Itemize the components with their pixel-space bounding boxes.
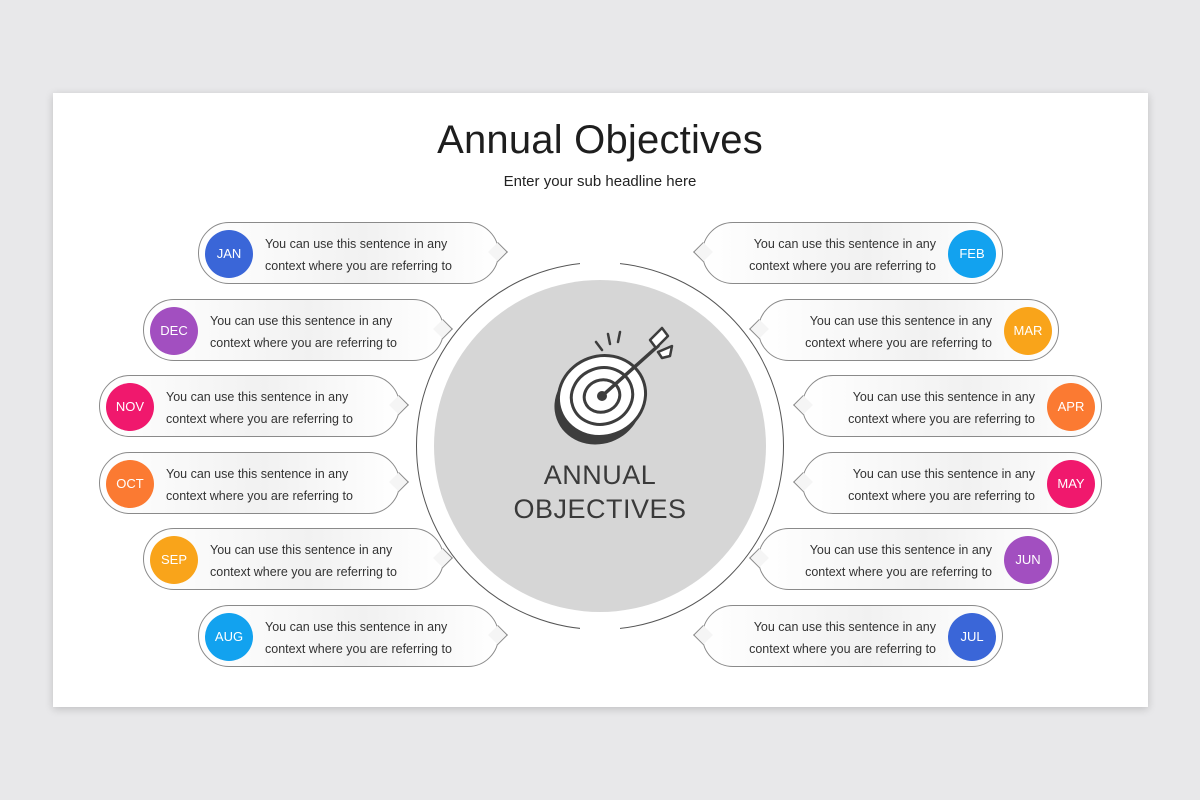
month-badge: FEB: [948, 230, 996, 278]
ring-gap-top: [580, 256, 620, 276]
month-badge: AUG: [205, 613, 253, 661]
page-subtitle: Enter your sub headline here: [503, 173, 697, 190]
month-badge: MAY: [1047, 460, 1095, 508]
target-arrow-icon: [554, 326, 674, 445]
month-badge: DEC: [150, 307, 198, 355]
month-badge: MAR: [1004, 307, 1052, 355]
center-label-line1: ANNUAL: [543, 460, 657, 490]
month-badge: OCT: [106, 460, 154, 508]
ring-gap-bottom: [580, 616, 620, 636]
month-badge: APR: [1047, 383, 1095, 431]
month-badge: JUN: [1004, 536, 1052, 584]
month-badge: SEP: [150, 536, 198, 584]
month-badge: NOV: [106, 383, 154, 431]
month-badge: JAN: [205, 230, 253, 278]
month-badge: JUL: [948, 613, 996, 661]
page-title: Annual Objectives: [437, 118, 763, 162]
center-circle: [434, 280, 766, 612]
center-label-line2: OBJECTIVES: [513, 494, 687, 524]
center-label: ANNUAL OBJECTIVES: [434, 458, 766, 526]
